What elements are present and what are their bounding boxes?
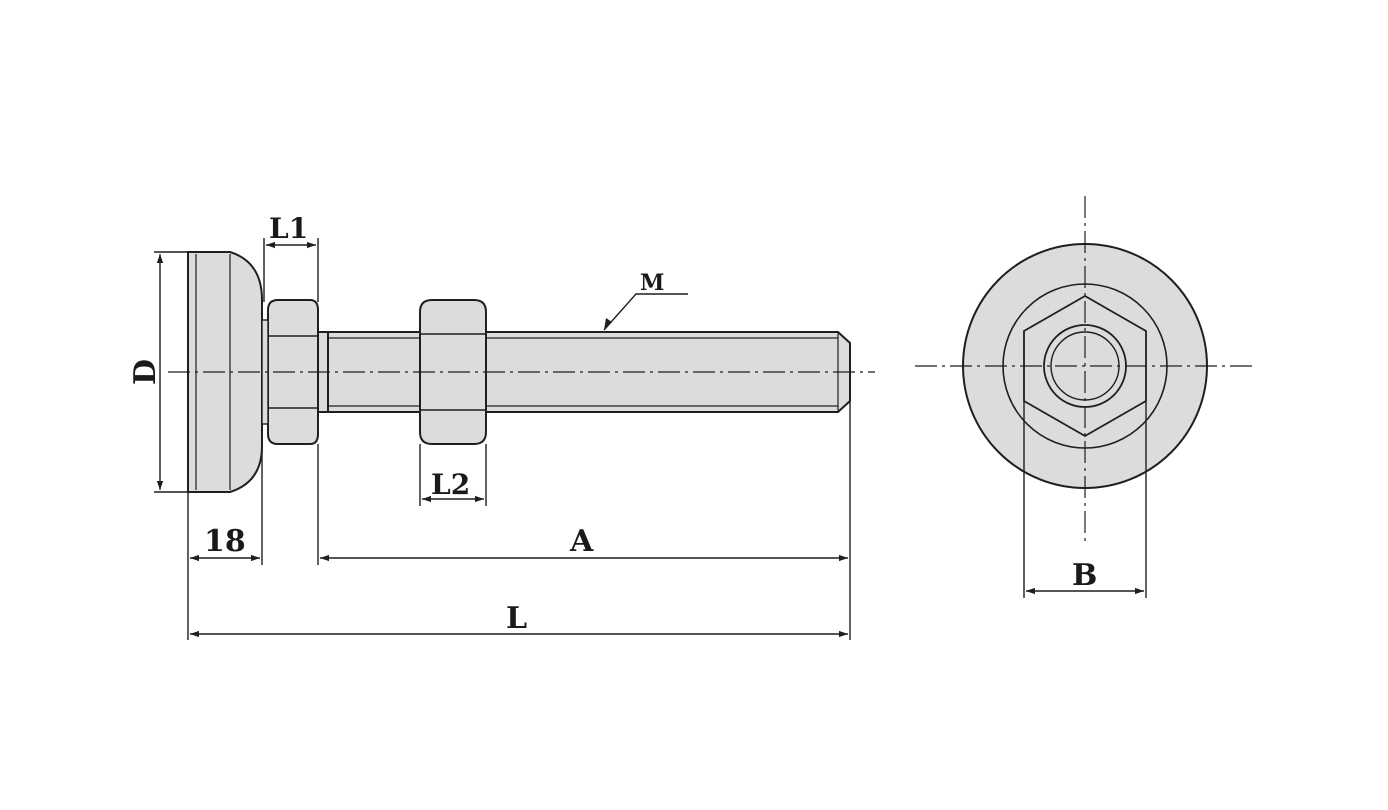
end-dimensions: [1023, 401, 1147, 598]
side-dimensions: [154, 238, 851, 640]
side-view: [168, 251, 875, 493]
end-view: [915, 196, 1255, 544]
label-18: 18: [204, 524, 246, 559]
label-L2: L2: [431, 468, 470, 501]
label-L: L: [506, 601, 527, 636]
label-L1: L1: [269, 212, 308, 245]
label-A: A: [569, 524, 594, 559]
label-M: M: [640, 270, 664, 296]
leader-M: [603, 293, 688, 331]
label-D: D: [128, 359, 163, 385]
label-B: B: [1072, 558, 1097, 593]
